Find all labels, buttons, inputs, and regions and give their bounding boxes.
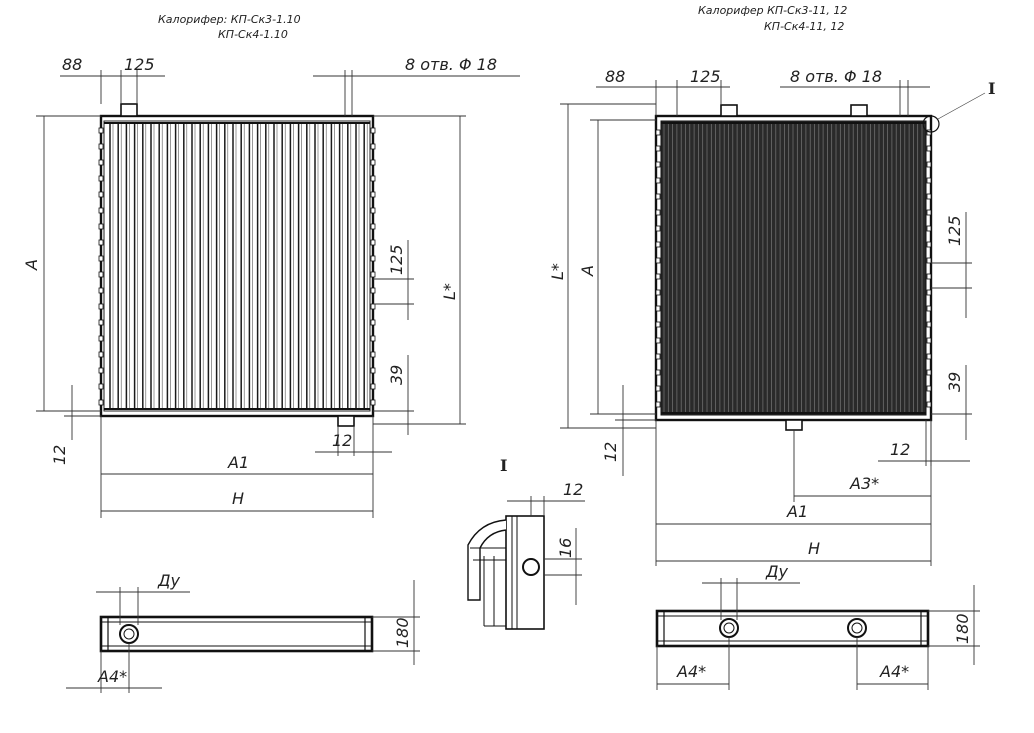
left-side-view (99, 615, 374, 653)
right-dim-A: A (578, 265, 597, 277)
right-heater-tubes (663, 123, 923, 413)
right-dim-125-top: 125 (690, 67, 721, 86)
left-caption-line1: Калорифер: КП-Ск3-1.10 (158, 13, 301, 26)
right-dim-39: 39 (945, 372, 964, 392)
left-mounting-holes (98, 127, 376, 406)
right-dim-A4-left: A4* (676, 662, 706, 681)
right-connection-pipe-1 (719, 618, 739, 638)
right-dim-180: 180 (953, 613, 972, 644)
left-dim-12-bottom: 12 (332, 431, 352, 450)
right-inlet-nozzle-2 (850, 104, 868, 117)
left-dim-Dy: Ду (157, 571, 181, 590)
left-connection-pipe (119, 624, 139, 644)
left-heater-frame (99, 114, 375, 418)
right-detail-marker: I (988, 79, 995, 98)
left-dim-125-top: 125 (124, 55, 155, 74)
right-holes-callout: 8 отв. Φ 18 (790, 67, 882, 86)
left-dim-39: 39 (387, 365, 406, 385)
left-dim-A4: A4* (97, 667, 127, 686)
right-dim-H: H (808, 539, 820, 558)
detail-dim-16: 16 (556, 538, 575, 558)
left-heater: Калорифер: КП-Ск3-1.10 КП-Ск4-1.10 88 12… (22, 13, 520, 693)
right-dim-A1: A1 (786, 502, 808, 521)
left-dim-12-left: 12 (50, 445, 69, 465)
right-mounting-holes (655, 129, 932, 408)
right-side-view (655, 609, 930, 648)
right-heater: Калорифер КП-Ск3-11, 12 КП-Ск4-11, 12 I … (548, 4, 995, 690)
right-caption-line2: КП-Ск4-11, 12 (764, 20, 844, 33)
left-dim-125-side: 125 (387, 244, 406, 275)
left-dim-180: 180 (393, 617, 412, 648)
right-inlet-nozzle-1 (720, 104, 738, 117)
right-heater-core (660, 120, 927, 416)
right-outlet-nozzle (785, 419, 803, 431)
right-dim-88: 88 (605, 67, 625, 86)
right-dim-12-left: 12 (601, 442, 620, 462)
left-dim-88: 88 (62, 55, 82, 74)
left-caption-line2: КП-Ск4-1.10 (218, 28, 288, 41)
left-dim-A: A (22, 259, 41, 271)
detail-label: I (500, 456, 507, 475)
left-dim-L: L* (440, 283, 459, 300)
right-dim-L: L* (548, 263, 567, 280)
left-inlet-nozzle (120, 103, 138, 117)
right-dim-12-right: 12 (890, 440, 910, 459)
detail-view: I 12 16 (467, 456, 585, 630)
right-connection-pipe-2 (847, 618, 867, 638)
left-heater-tubes (109, 123, 368, 409)
right-dim-A3: A3* (849, 474, 879, 493)
left-dim-H: H (232, 489, 244, 508)
right-dim-Dy: Ду (765, 562, 789, 581)
detail-dim-12: 12 (563, 480, 583, 499)
right-dim-125-side: 125 (945, 215, 964, 246)
detail-bolt-hole (522, 558, 540, 576)
left-holes-callout: 8 отв. Φ 18 (405, 55, 497, 74)
left-outlet-nozzle (337, 415, 355, 427)
right-caption-line1: Калорифер КП-Ск3-11, 12 (698, 4, 847, 17)
left-dim-A1: A1 (227, 453, 249, 472)
left-heater-core (103, 120, 371, 412)
right-dim-A4-right: A4* (879, 662, 909, 681)
